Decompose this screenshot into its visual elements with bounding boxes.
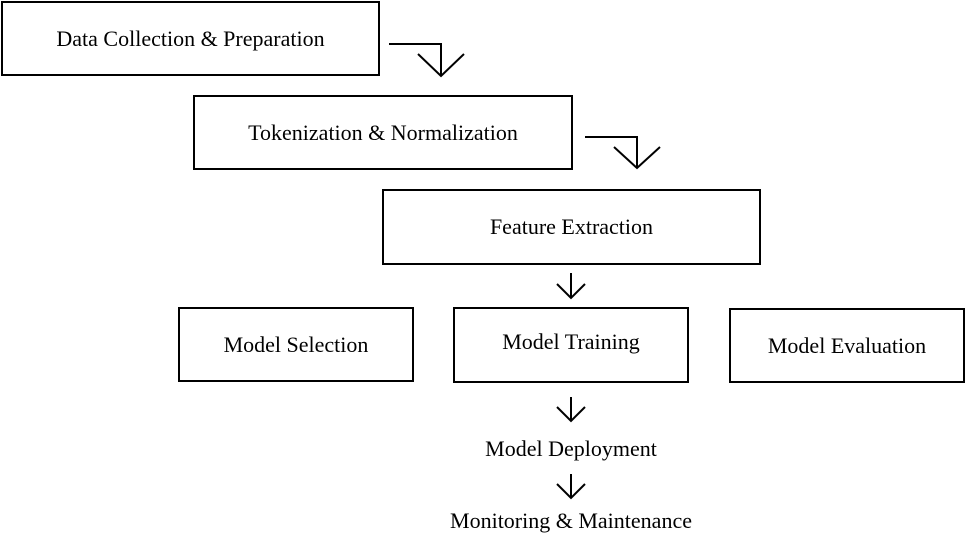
node-data-collection: Data Collection & Preparation <box>1 1 380 76</box>
node-feature-extraction-label: Feature Extraction <box>489 214 654 239</box>
arrowhead-deployment-to-monitoring <box>556 483 586 500</box>
arrowhead-tokenization-to-feature <box>613 146 661 170</box>
node-model-training-label: Model Training <box>502 329 640 354</box>
arrow-tokenization-to-feature <box>585 136 638 168</box>
node-model-selection: Model Selection <box>178 307 414 382</box>
node-model-training: Model Training <box>453 307 689 383</box>
node-model-deployment: Model Deployment <box>485 436 657 461</box>
node-tokenization-label: Tokenization & Normalization <box>248 119 518 145</box>
node-feature-extraction: Feature Extraction <box>382 189 761 265</box>
node-data-collection-label: Data Collection & Preparation <box>56 25 325 51</box>
arrowhead-training-to-deployment <box>556 406 586 423</box>
node-model-evaluation: Model Evaluation <box>729 308 965 383</box>
arrowhead-feature-to-training <box>556 283 586 300</box>
node-model-evaluation-label: Model Evaluation <box>767 332 927 358</box>
node-model-selection-label: Model Selection <box>223 331 369 357</box>
node-monitoring: Monitoring & Maintenance <box>450 508 692 533</box>
node-tokenization: Tokenization & Normalization <box>193 95 573 170</box>
arrow-data-to-tokenization <box>389 43 442 76</box>
arrowhead-data-to-tokenization <box>417 53 465 78</box>
